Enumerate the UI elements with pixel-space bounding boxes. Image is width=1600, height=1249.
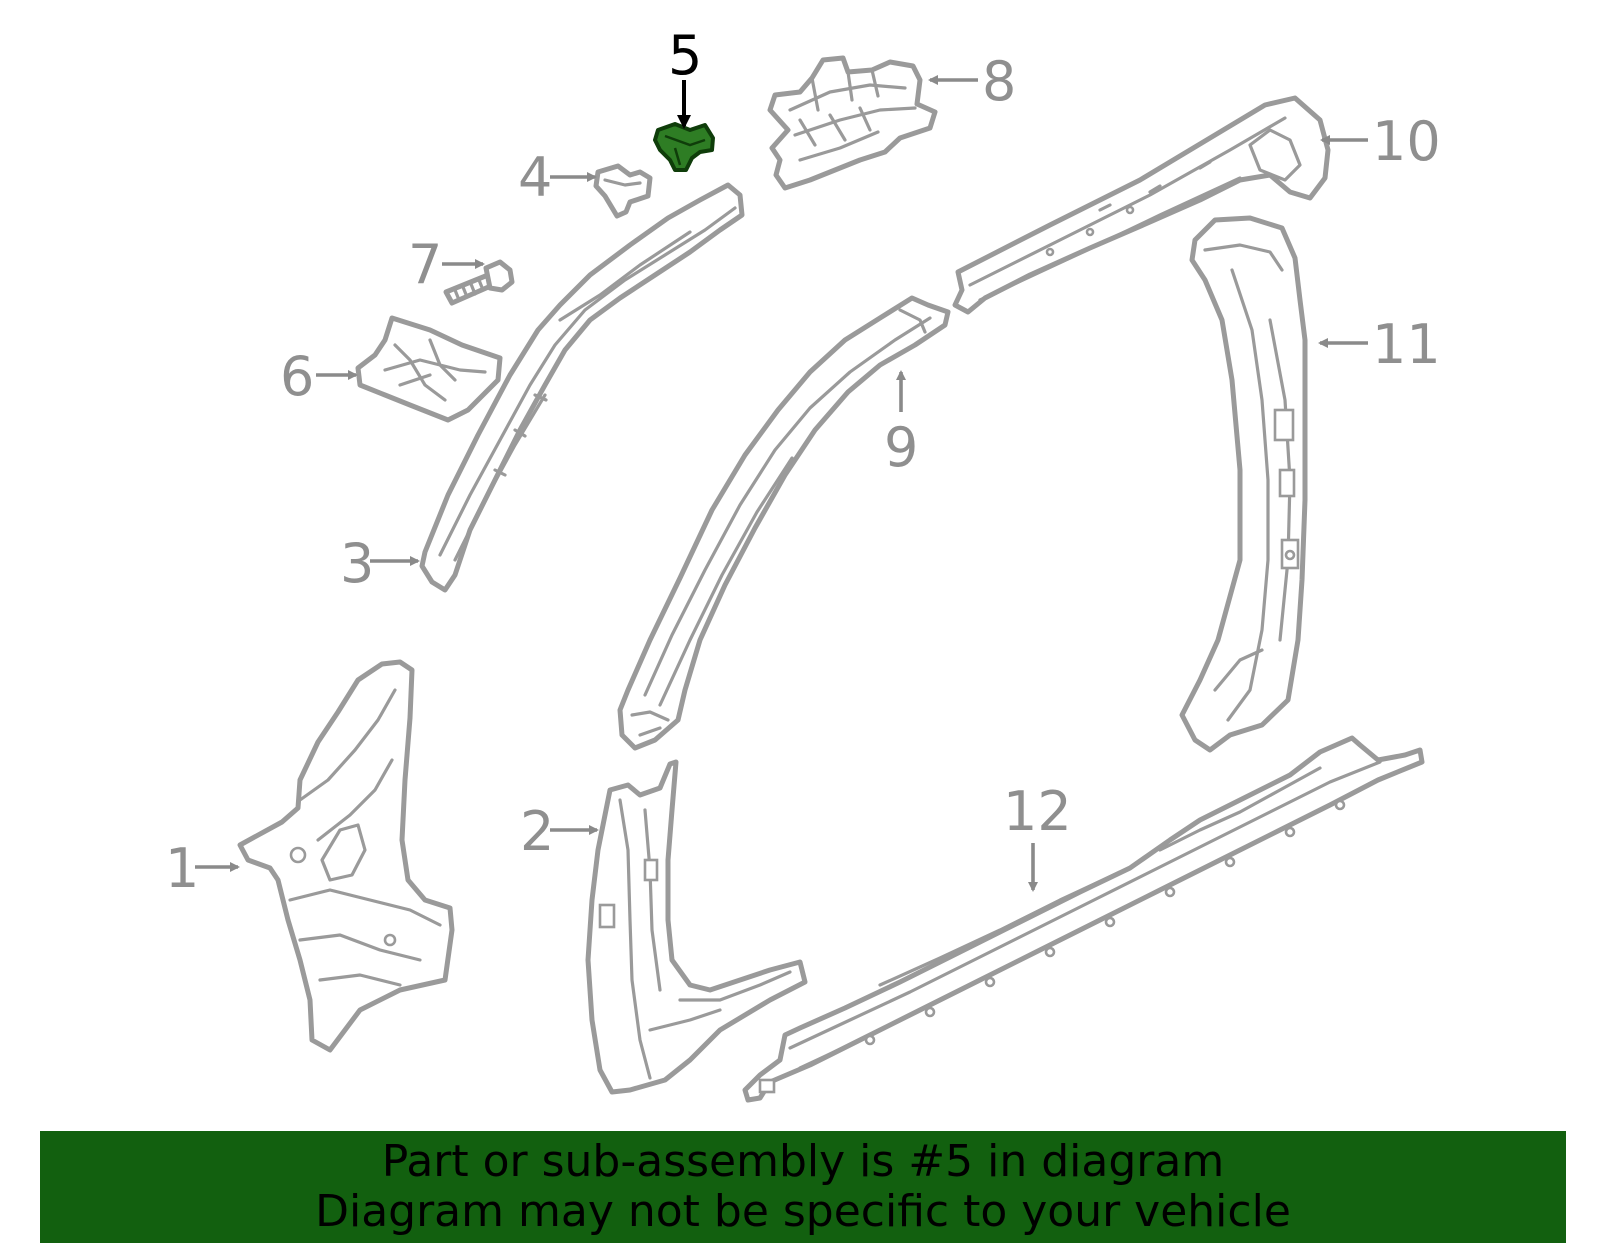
callout-1[interactable]: 1 <box>165 837 199 900</box>
banner-line-disclaimer: Diagram may not be specific to your vehi… <box>315 1186 1291 1237</box>
callout-9[interactable]: 9 <box>884 416 918 479</box>
info-banner: Part or sub-assembly is #5 in diagram Di… <box>40 1131 1566 1243</box>
callout-4[interactable]: 4 <box>518 146 552 209</box>
callout-3[interactable]: 3 <box>340 532 374 595</box>
part-9-pillar-outer[interactable] <box>617 295 951 751</box>
callout-11[interactable]: 11 <box>1372 313 1441 376</box>
callout-7[interactable]: 7 <box>408 233 442 296</box>
callout-2[interactable]: 2 <box>520 800 554 863</box>
callout-8[interactable]: 8 <box>982 50 1016 113</box>
callout-10[interactable]: 10 <box>1372 110 1441 173</box>
callout-12[interactable]: 12 <box>1003 780 1072 843</box>
part-4-bracket[interactable] <box>593 163 653 219</box>
part-7-bolt[interactable] <box>443 259 515 306</box>
part-8-bracket[interactable] <box>767 55 938 191</box>
part-12-rocker-sill[interactable] <box>742 735 1425 1103</box>
part-11-b-pillar[interactable] <box>1179 215 1308 753</box>
callout-6[interactable]: 6 <box>280 345 314 408</box>
part-1-hinge-pillar[interactable] <box>237 659 455 1053</box>
part-5-bracket[interactable] <box>653 122 715 172</box>
part-6-bracket[interactable] <box>355 315 503 423</box>
part-3-pillar-upper[interactable] <box>419 182 745 593</box>
banner-line-part: Part or sub-assembly is #5 in diagram <box>381 1136 1225 1187</box>
part-10-roof-rail[interactable] <box>952 95 1331 315</box>
callout-5[interactable]: 5 <box>668 24 702 87</box>
part-2-lower-pillar[interactable] <box>585 759 808 1095</box>
